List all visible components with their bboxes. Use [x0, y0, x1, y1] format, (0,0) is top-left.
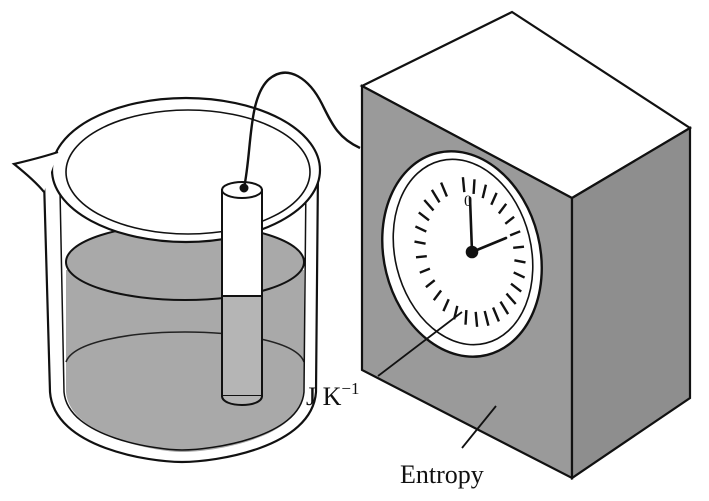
unit-leader-line [377, 311, 463, 377]
dial-tick [483, 310, 490, 326]
dial-tick [430, 189, 441, 204]
dial-tick [509, 230, 521, 237]
dial-tick [499, 300, 510, 315]
box-side [570, 126, 692, 481]
dial-tick [491, 307, 501, 322]
dial-tick [510, 282, 522, 293]
dial-tick [490, 192, 498, 206]
dial-tick [497, 203, 508, 215]
probe-cable [242, 71, 361, 189]
dial-tick [415, 255, 427, 259]
probe-tube-lower [221, 295, 263, 397]
beaker-rim-inner [65, 109, 311, 235]
dial-tick [442, 298, 450, 312]
dial-tick [439, 182, 449, 197]
dial-tick [461, 177, 466, 193]
entropy-leader-line [461, 405, 497, 449]
dial-tick [481, 184, 488, 199]
beaker-outer-wall [42, 169, 320, 464]
dial-tick [472, 179, 476, 194]
dial-ticks [414, 177, 526, 327]
dial-tick [423, 199, 435, 212]
dial-tick [464, 310, 468, 325]
entropy-label: Entropy [400, 460, 484, 489]
dial-tick [414, 225, 427, 233]
beaker-spout [11, 150, 59, 193]
beaker-inner-bottom [65, 331, 305, 363]
beaker-rim-outer [50, 96, 322, 244]
dial-zero-label: 0 [464, 193, 472, 210]
probe-tube-upper [221, 189, 263, 297]
dial-tick [513, 245, 525, 249]
dial-tick [432, 289, 443, 301]
dial-tick [419, 267, 431, 274]
dial-unit-label: J K−1 [306, 379, 360, 411]
dial-unit-exponent: −1 [341, 379, 359, 398]
dial-tick [474, 311, 479, 327]
entropy-meter [359, 10, 693, 481]
dial-tick [418, 211, 430, 222]
dial-tick [514, 259, 526, 264]
dial-tick [513, 271, 526, 279]
thermometer-probe [221, 181, 263, 406]
dial-tick [505, 292, 517, 305]
dial-tick [425, 279, 436, 289]
beaker [11, 96, 322, 464]
dial-tick [414, 240, 426, 245]
dial-needle [465, 196, 508, 259]
beaker-inner-wall [59, 177, 307, 451]
dial-tick [504, 215, 515, 225]
